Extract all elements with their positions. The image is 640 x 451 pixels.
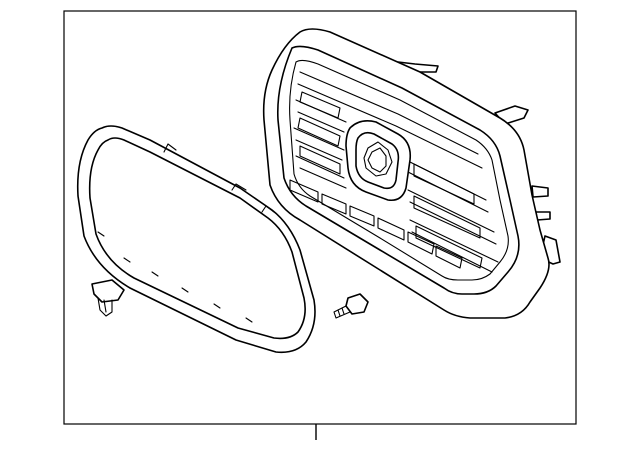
grille-assembly	[262, 28, 561, 319]
mounting-bolt	[333, 293, 369, 319]
retainer-clip	[91, 279, 125, 317]
diagram-border	[63, 10, 577, 425]
grille-surround-frame	[76, 125, 316, 354]
